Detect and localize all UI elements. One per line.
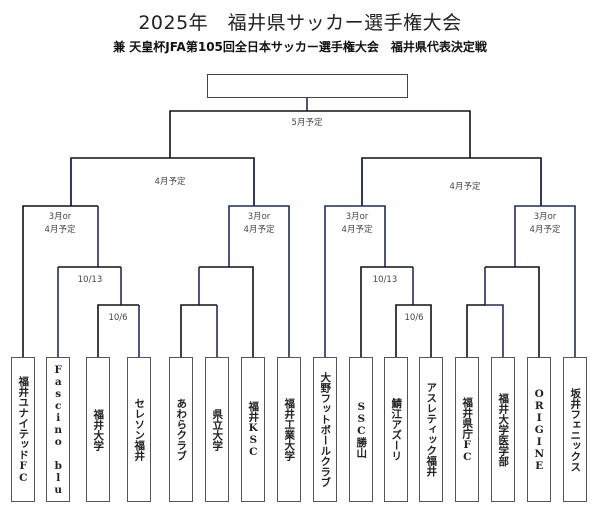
team-box: 大野フットボールクラブ: [313, 357, 337, 502]
team-name: 坂井フェニックス: [569, 387, 582, 472]
team-name: アスレティック福井: [425, 382, 438, 477]
bracket-line: [514, 205, 576, 357]
team-box: 福井KSC: [241, 357, 265, 502]
team-name: 福井ユナイテッドFC: [17, 375, 30, 484]
team-box: ORIGINE: [527, 357, 551, 502]
second-round-left-date: 10/13: [77, 275, 103, 285]
first-round-right-date: 10/6: [404, 313, 424, 323]
team-box: 福井工業大学: [277, 357, 301, 502]
team-box: 福井大学医学部: [491, 357, 515, 502]
champion-box: [207, 74, 408, 98]
team-name: セレソン福井: [133, 398, 146, 461]
semi-left-date-label: 4月予定: [154, 177, 186, 187]
first-round-left-date: 10/6: [108, 313, 128, 323]
bracket-line: [485, 266, 540, 357]
team-name: 福井大学: [92, 408, 105, 451]
bracket-line: [324, 205, 386, 357]
quarter-date-label-4: 3月or 4月予定: [515, 211, 575, 237]
team-box: 福井県庁FC: [455, 357, 479, 502]
page-subtitle: 兼 天皇杯JFA第105回全日本サッカー選手権大会 福井県代表決定戦: [113, 40, 487, 54]
bracket-line: [97, 304, 139, 357]
bracket-line: [169, 110, 471, 158]
bracket-line: [199, 266, 254, 357]
quarter-label-line2: 4月予定: [243, 225, 275, 235]
team-box: 福井大学: [86, 357, 110, 502]
team-box: 福井ユナイテッドFC: [11, 357, 35, 502]
final-date-label: 5月予定: [291, 118, 323, 128]
quarter-date-label-3: 3月or 4月予定: [327, 211, 387, 237]
bracket-line: [466, 304, 485, 357]
team-name: ORIGINE: [533, 387, 546, 472]
quarter-label-line1: 3月or: [533, 212, 557, 222]
team-name: 鯖江アズーリ: [390, 398, 403, 461]
quarter-label-line1: 3月or: [345, 212, 369, 222]
team-name: SSC勝山: [355, 401, 368, 458]
bracket-line: [360, 266, 413, 357]
quarter-date-label-1: 3月or 4月予定: [30, 211, 90, 237]
quarter-label-line2: 4月予定: [341, 225, 373, 235]
quarter-label-line2: 4月予定: [529, 225, 561, 235]
quarter-label-line2: 4月予定: [44, 225, 76, 235]
quarter-date-label-2: 3月or 4月予定: [229, 211, 289, 237]
bracket-line: [228, 205, 290, 357]
quarter-label-line1: 3月or: [247, 212, 271, 222]
team-name: 大野フットボールクラブ: [319, 371, 332, 488]
team-box: セレソン福井: [127, 357, 151, 502]
bracket-line: [484, 267, 504, 357]
team-box: あわらクラブ: [169, 357, 193, 502]
team-name: あわらクラブ: [175, 398, 188, 461]
team-box: SSC勝山: [349, 357, 373, 502]
team-name: 県立大学: [211, 408, 224, 451]
team-box: アスレティック福井: [419, 357, 443, 502]
team-box: Fascino blu: [46, 357, 70, 502]
page-title: 2025年 福井県サッカー選手権大会: [138, 12, 462, 34]
team-name: 福井大学医学部: [497, 392, 510, 467]
team-name: 福井県庁FC: [461, 396, 474, 463]
team-name: 福井工業大学: [283, 398, 296, 461]
team-box: 鯖江アズーリ: [384, 357, 408, 502]
team-name: Fascino blu: [52, 363, 65, 496]
second-round-right-date: 10/13: [372, 275, 398, 285]
bracket-line: [180, 304, 217, 357]
bracket-line: [395, 304, 432, 357]
quarter-label-line1: 3月or: [48, 212, 72, 222]
team-box: 坂井フェニックス: [563, 357, 587, 502]
bracket-line: [22, 205, 98, 357]
team-box: 県立大学: [205, 357, 229, 502]
team-name: 福井KSC: [247, 401, 260, 458]
semi-right-date-label: 4月予定: [449, 182, 481, 192]
